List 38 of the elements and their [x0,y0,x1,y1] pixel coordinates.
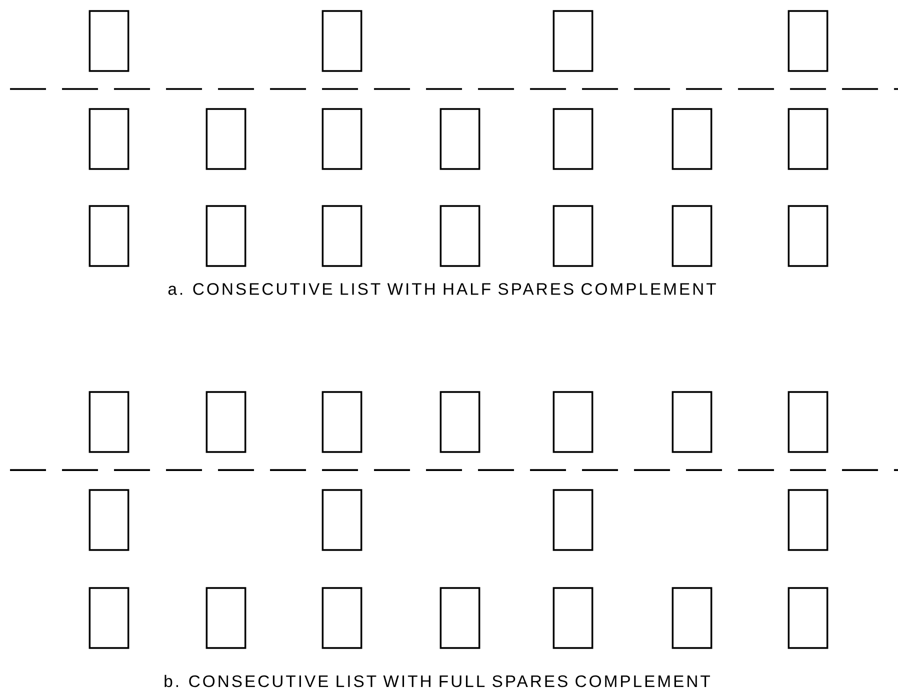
box [552,391,594,453]
box [788,489,828,551]
box [788,391,828,453]
box [322,391,362,453]
box [322,489,362,551]
box [672,108,712,170]
box [88,108,130,170]
box [672,391,712,453]
caption: b. CONSECUTIVE LIST WITH FULL SPARES COMPLEMENT [164,674,710,688]
box [552,205,594,267]
box [322,587,362,649]
box [88,391,130,453]
box [88,10,130,72]
box [88,489,130,551]
box [552,108,594,170]
box [206,391,246,453]
box [552,587,594,649]
box [788,10,828,72]
box [552,10,594,72]
box [552,489,594,551]
box [440,205,480,267]
caption: a. CONSECUTIVE LIST WITH HALF SPARES COMPLEMENT [168,283,716,295]
box [88,205,130,267]
box [672,205,712,267]
box [322,108,362,170]
box [788,108,828,170]
box [322,205,362,267]
box [440,587,480,649]
box [440,391,480,453]
box [206,205,246,267]
box [322,10,362,72]
box [440,108,480,170]
box [672,587,712,649]
box [206,108,246,170]
box [88,587,130,649]
box [788,587,828,649]
box [206,587,246,649]
box [788,205,828,267]
